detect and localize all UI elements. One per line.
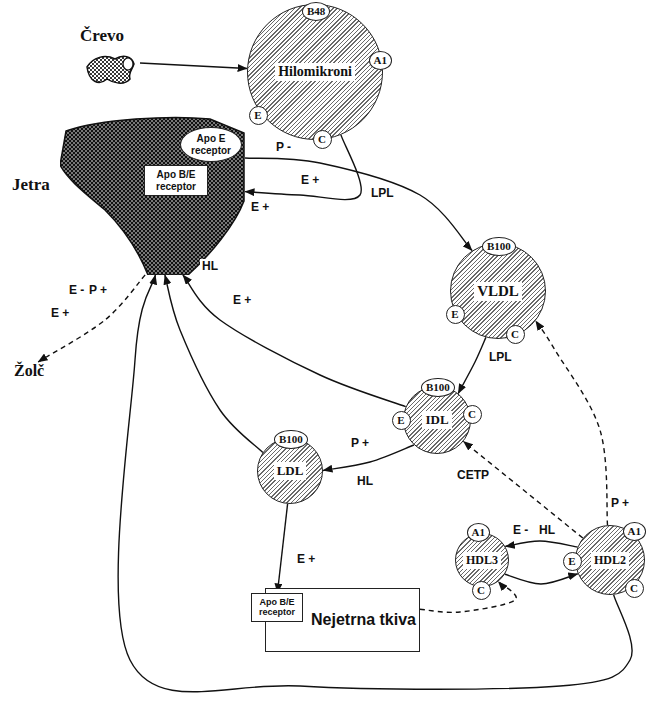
connector-arrow	[458, 337, 486, 393]
tissue-box: Nejetrna tkivaApo B/E receptor	[265, 588, 420, 652]
apolipoprotein-badge: A1	[467, 523, 490, 542]
node-text: C	[511, 328, 519, 340]
node-text: Črevo	[80, 26, 124, 46]
chylomicron-particle: HilomikroniB48A1EC	[247, 4, 383, 140]
idl-particle: IDLB100EC	[403, 386, 471, 454]
enzyme-label: CETP	[456, 468, 490, 482]
apolipoprotein-badge: E	[446, 305, 465, 324]
sign-label: E +	[300, 173, 320, 187]
node-text: Nejetrna tkiva	[311, 611, 416, 629]
sign-label: E -	[512, 523, 529, 537]
apolipoprotein-badge: C	[472, 581, 491, 600]
enzyme-label: LPL	[370, 186, 395, 200]
dashed-connector	[420, 582, 516, 613]
ldl-particle: LDLB100	[257, 438, 323, 504]
node-text: IDL	[422, 411, 451, 429]
node-text: E	[451, 308, 458, 320]
node-text: LDL	[274, 462, 307, 480]
node-text: A1	[374, 54, 387, 66]
node-text: E	[254, 109, 261, 121]
connector-arrow	[245, 135, 361, 200]
apolipoprotein-badge: E	[249, 106, 268, 125]
intestine-organ: Črevo	[60, 26, 140, 96]
sign-label: E +	[250, 200, 270, 214]
node-text: B100	[487, 240, 511, 252]
apolipoprotein-badge: B100	[482, 237, 516, 256]
connector-arrow	[277, 504, 287, 593]
receptor-box: Apo B/E receptor	[144, 165, 208, 196]
dashed-connector	[38, 275, 145, 362]
node-text: HDL2	[591, 552, 629, 569]
apolipoprotein-badge: A1	[623, 522, 646, 541]
apolipoprotein-badge: A1	[369, 51, 392, 70]
node-text: B48	[307, 5, 325, 17]
connector-arrow	[245, 158, 472, 251]
receptor-oval: Apo E receptor	[180, 127, 242, 162]
sign-label: P -	[275, 140, 292, 154]
sign-label: P +	[350, 436, 370, 450]
node-text: Jetra	[10, 175, 52, 195]
enzyme-label: HL	[538, 523, 556, 537]
connector-arrow	[505, 541, 577, 547]
sign-label: P +	[610, 496, 630, 510]
dashed-connector	[536, 321, 608, 525]
node-text: B100	[279, 433, 303, 445]
apolipoprotein-badge: C	[625, 579, 644, 598]
node-text: Žolč	[14, 362, 44, 379]
enzyme-label: HL	[356, 474, 374, 488]
apolipoprotein-badge: B100	[421, 378, 455, 397]
node-text: A1	[472, 526, 485, 538]
apolipoprotein-badge: B48	[302, 2, 330, 21]
connector-arrow	[140, 63, 247, 69]
node-text: Apo E receptor	[186, 133, 236, 156]
apolipoprotein-badge: C	[313, 130, 332, 149]
apolipoprotein-badge: C	[463, 405, 482, 424]
connector-arrow	[165, 275, 263, 452]
connector-arrow	[118, 275, 632, 692]
sign-label: E +	[50, 306, 70, 320]
node-text: VLDL	[474, 282, 522, 301]
sign-label: P +	[88, 283, 108, 297]
node-text: C	[318, 133, 326, 145]
connector-arrow	[183, 275, 406, 407]
node-text: C	[630, 582, 638, 594]
vldl-particle: VLDL B100E C	[450, 243, 546, 339]
apolipoprotein-badge: E	[563, 552, 582, 571]
node-text: HL	[200, 259, 220, 273]
node-text: C	[477, 584, 485, 596]
hdl3-particle: HDL3A1C	[455, 533, 509, 587]
node-text: C	[468, 408, 476, 420]
enzyme-label: LPL	[488, 350, 513, 364]
node-text: A1	[628, 525, 641, 537]
sign-label: E +	[232, 293, 252, 307]
apolipoprotein-badge: E	[392, 411, 411, 430]
apolipoprotein-badge: C	[506, 325, 525, 344]
hdl2-particle: HDL2EA1C	[575, 525, 645, 595]
node-text: Hilomikroni	[275, 63, 355, 81]
connector-arrow	[505, 574, 578, 584]
receptor-box: Apo B/E receptor	[251, 593, 303, 622]
liver-organ: JetraHLApo E receptorApo B/E receptor	[60, 115, 245, 275]
node-text: Apo B/E receptor	[255, 597, 299, 618]
apolipoprotein-badge: B100	[274, 430, 308, 449]
node-text: E	[397, 414, 404, 426]
bile-target: Žolč	[12, 362, 46, 380]
node-text: B100	[426, 381, 450, 393]
sign-label: E +	[296, 552, 316, 566]
node-text: HDL3	[463, 552, 501, 569]
intestine-drawing	[85, 52, 137, 88]
node-text: Apo B/E receptor	[148, 169, 204, 192]
node-text: E	[568, 555, 575, 567]
sign-label: E -	[68, 283, 85, 297]
